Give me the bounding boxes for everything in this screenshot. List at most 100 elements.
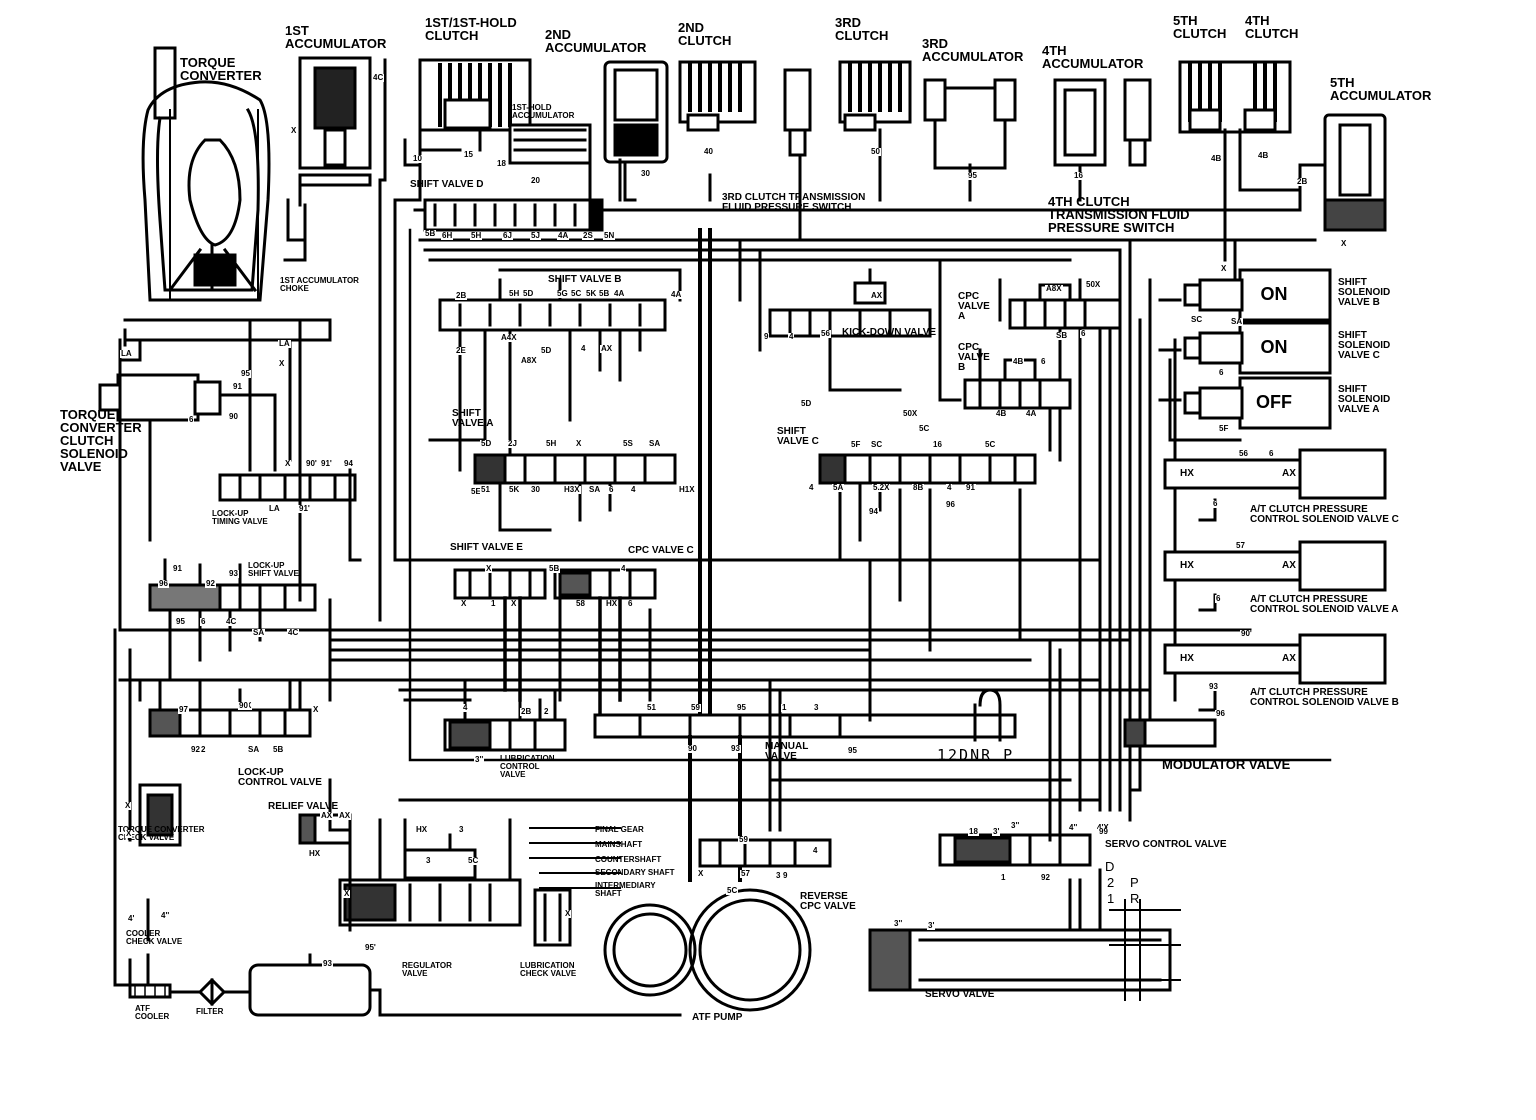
port-label: 3 (425, 856, 432, 865)
shift-valve-a-body (473, 453, 677, 485)
port-label: H1X (678, 485, 696, 494)
second-accumulator (603, 60, 669, 164)
port-label: 6 (200, 617, 207, 626)
port-label: 5C (918, 424, 931, 433)
port-label: 93 (228, 569, 239, 578)
label-final-gear: FINAL GEAR (595, 825, 644, 834)
port-label: 91 (172, 564, 183, 573)
port-label: 59 (738, 835, 749, 844)
port-label: 4 (788, 332, 795, 341)
port-label: 58 (575, 599, 586, 608)
servo-pos-r: R (1130, 891, 1140, 906)
first-hold-clutch (418, 58, 532, 152)
servo-pos-2: 2 (1107, 875, 1115, 890)
port-label: 3 (775, 871, 782, 880)
label-first-hold-clutch: 1ST/1ST-HOLD CLUTCH (425, 15, 517, 43)
port-label: 1 (490, 599, 497, 608)
port-label: X (575, 439, 583, 448)
label-servo-valve: SERVO VALVE (925, 989, 995, 1000)
port-label: 3 (458, 825, 465, 834)
port-label: 15 (463, 150, 474, 159)
port-label: 2 (200, 745, 207, 754)
port-label: 95' (364, 943, 377, 952)
port-label: 4B (995, 409, 1008, 418)
port-label: 3'' (474, 755, 485, 764)
label-cooler-check-valve: COOLER CHECK VALVE (126, 929, 183, 946)
port-label: 95 (967, 171, 978, 180)
label-countershaft: COUNTERSHAFT (595, 855, 662, 864)
port-label: 6 (1080, 329, 1087, 338)
port-label: 4' (127, 914, 136, 923)
third-clutch (838, 60, 912, 132)
tc-check-valve-body (138, 783, 182, 847)
label-shift-solenoid-a: SHIFT SOLENOID VALVE A (1338, 384, 1391, 415)
port-label: 50X (1085, 280, 1102, 289)
manual-valve-positions: 12DNR P (937, 746, 1015, 764)
at-c-hx: HX (1180, 468, 1194, 479)
shift-solenoid-b-body (1183, 268, 1332, 322)
label-shift-valve-c: SHIFT VALVE C (777, 426, 819, 447)
port-label: 18 (496, 159, 507, 168)
lockup-control-valve-body (148, 708, 312, 738)
port-label: 4 (580, 344, 587, 353)
port-label: 95 (847, 746, 858, 755)
port-label: 2B (455, 291, 468, 300)
servo-pos-1: 1 (1107, 891, 1115, 906)
second-clutch (678, 60, 757, 132)
port-label: 96 (945, 500, 956, 509)
port-label: LA (120, 349, 133, 358)
port-label: 2E (455, 346, 467, 355)
label-first-accumulator: 1ST ACCUMULATOR (285, 23, 387, 51)
port-label: 5G (556, 289, 569, 298)
manual-valve-body (593, 688, 1017, 742)
port-label: X (564, 909, 572, 918)
port-label: 6J (502, 231, 513, 240)
port-label: SA (1230, 317, 1244, 326)
label-shift-solenoid-c: SHIFT SOLENOID VALVE C (1338, 330, 1391, 361)
port-label: 10 (412, 154, 423, 163)
label-shift-valve-e: SHIFT VALVE E (450, 542, 523, 553)
fourth-clutch-switch-body (1123, 78, 1152, 167)
port-label: 90 (238, 701, 249, 710)
port-label: SC (870, 440, 884, 449)
port-label: 5A (832, 483, 845, 492)
port-label: 4A (670, 290, 683, 299)
port-label: 4A (557, 231, 570, 240)
port-label: X (312, 705, 320, 714)
port-label: 5D (522, 289, 535, 298)
first-accumulator (298, 56, 372, 187)
port-label: 3 (813, 703, 820, 712)
label-lubrication-check-valve: LUBRICATION CHECK VALVE (520, 961, 577, 978)
port-label: 94 (868, 507, 879, 516)
port-label: 99 (1098, 827, 1109, 836)
port-label: AX (320, 811, 334, 820)
port-label: 2B (520, 707, 533, 716)
port-label: 5D (540, 346, 553, 355)
port-label: 5K (585, 289, 598, 298)
port-label: 95 (736, 703, 747, 712)
label-first-hold-accumulator: 1ST-HOLD ACCUMULATOR (512, 103, 575, 120)
port-label: 95 (240, 369, 251, 378)
port-label: SA (648, 439, 662, 448)
at-a-ax: AX (1282, 560, 1296, 571)
label-first-accumulator-choke: 1ST ACCUMULATOR CHOKE (280, 276, 359, 293)
port-label: 4 (812, 846, 819, 855)
port-label: 5H (508, 289, 521, 298)
port-label: 5D (480, 439, 493, 448)
port-label: A8X (520, 356, 538, 365)
atf-pump-body (603, 888, 812, 1012)
torque-converter (141, 46, 271, 302)
port-label: HX (308, 849, 322, 858)
cpc-valve-b-body (963, 358, 1072, 410)
port-label: 6 (627, 599, 634, 608)
port-label: 2B (1296, 177, 1309, 186)
shift-solenoid-c-body (1183, 321, 1332, 375)
modulator-valve-body (1123, 718, 1217, 748)
port-label: X (278, 359, 286, 368)
port-label: 90 (687, 744, 698, 753)
port-label: 30 (640, 169, 651, 178)
label-mainshaft: MAINSHAFT (595, 840, 643, 849)
port-label: 6 (1212, 499, 1219, 508)
port-label: 90 (228, 412, 239, 421)
